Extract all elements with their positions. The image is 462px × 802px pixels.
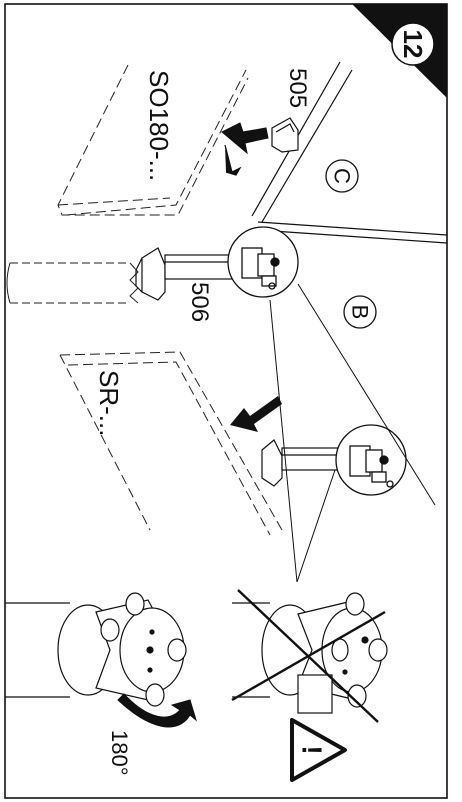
step-badge: 12 — [352, 4, 447, 98]
view-b-label: B — [348, 305, 373, 320]
cross-out-icon — [231, 589, 386, 723]
label-506: 506 — [186, 282, 213, 322]
roller-tube — [6, 262, 139, 304]
wall-lines — [251, 61, 448, 244]
bracket-505 — [271, 117, 299, 153]
arrow-b-shape — [230, 396, 282, 432]
rotate-arrow-shape — [117, 693, 197, 728]
label-profile-sr: SR-... — [94, 370, 124, 436]
warning-triangle-icon: ! — [290, 718, 347, 782]
view-c-label: C — [330, 168, 355, 184]
page-frame — [4, 3, 448, 799]
view-b-marker: B — [343, 295, 377, 329]
detail-circle-c — [227, 226, 299, 298]
magnification-lines — [269, 283, 436, 583]
profile-sr-outline — [59, 351, 283, 536]
hub-correct — [5, 592, 187, 707]
hub-incorrect — [232, 592, 388, 714]
detail-circle-b — [335, 424, 407, 496]
view-c-marker: C — [325, 159, 359, 193]
label-505: 505 — [284, 68, 311, 108]
label-rotation: 180° — [107, 730, 132, 776]
step-number: 12 — [398, 30, 428, 59]
arrow-c — [221, 122, 269, 176]
warning-symbol: ! — [297, 745, 328, 754]
label-profile-so: SO180-... — [144, 70, 174, 181]
axle-lower — [261, 439, 353, 487]
profile-so-outline — [57, 64, 249, 216]
